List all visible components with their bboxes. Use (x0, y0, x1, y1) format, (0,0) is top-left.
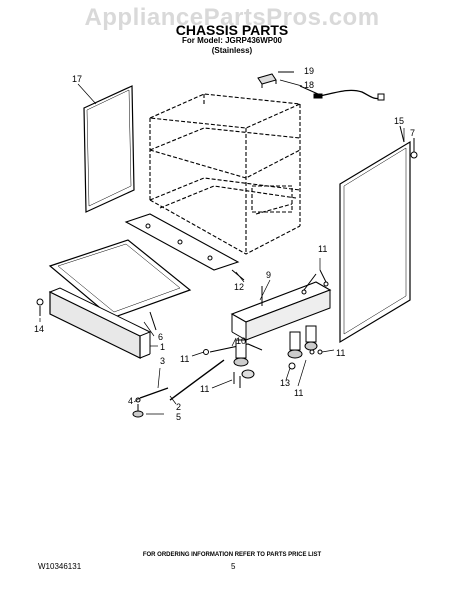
callout-12: 12 (234, 282, 244, 292)
part-1-kick-panel (48, 287, 152, 359)
part-15-side-panel (339, 125, 411, 344)
callout-labels: 17 19 18 15 7 11 9 12 14 6 10 1 11 11 3 … (34, 66, 415, 422)
callout-11-bottom-right: 11 (294, 388, 303, 398)
part-11-screws-top (301, 269, 329, 295)
ordering-note: FOR ORDERING INFORMATION REFER TO PARTS … (142, 552, 322, 558)
callout-14: 14 (34, 324, 44, 334)
callout-11-bottom-left: 11 (200, 384, 209, 394)
callout-18: 18 (304, 80, 314, 90)
document-number: W10346131 (38, 562, 82, 571)
chassis-frame (147, 93, 303, 255)
part-7-screw (410, 138, 418, 159)
part-17-side-panel (83, 85, 135, 213)
callout-11-right: 11 (336, 348, 345, 358)
part-5-cap (132, 404, 144, 418)
part-12-front-rail (124, 213, 245, 281)
callout-19: 19 (304, 66, 314, 76)
part-6-base-plate (48, 239, 192, 331)
finish-subtitle: (Stainless) (211, 46, 253, 55)
callout-11-left: 11 (180, 354, 189, 364)
callout-15: 15 (394, 116, 404, 126)
page-number: 5 (231, 562, 236, 571)
callout-17: 17 (72, 74, 82, 84)
part-2-rod (135, 387, 169, 403)
callout-11-top: 11 (318, 244, 327, 254)
page-title: CHASSIS PARTS (175, 22, 289, 38)
callout-4: 4 (128, 396, 133, 406)
callout-3: 3 (160, 356, 165, 366)
part-19-bracket (257, 71, 294, 88)
part-14-screw (36, 298, 44, 316)
leader-lines (39, 79, 405, 415)
callout-6: 6 (158, 332, 163, 342)
watermark: AppliancePartsPros.com (84, 4, 380, 31)
callout-2: 2 (176, 402, 181, 412)
part-18-wire-harness (299, 85, 385, 101)
callout-5: 5 (176, 412, 181, 422)
callout-10: 10 (236, 336, 246, 346)
callout-9: 9 (266, 270, 271, 280)
part-13-leveling-legs (233, 325, 323, 388)
callout-1: 1 (160, 342, 165, 352)
callout-7: 7 (410, 128, 415, 138)
model-subtitle: For Model: JGRP436WP00 (181, 36, 283, 45)
callout-13: 13 (280, 378, 290, 388)
